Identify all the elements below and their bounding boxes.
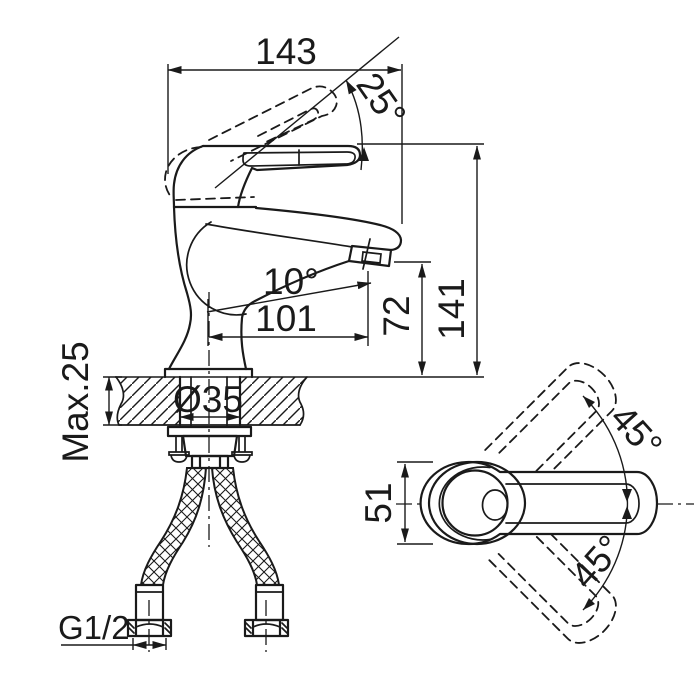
dim-spout-reach-label: 101 xyxy=(255,298,317,339)
dimension-51: 51 xyxy=(358,461,433,545)
top-view: 45° 45° 51 xyxy=(358,362,694,644)
dimension-45deg-up: 45° xyxy=(602,397,670,466)
dim-spout-height-label: 72 xyxy=(376,295,417,336)
dimension-10deg: 10° xyxy=(206,261,372,313)
dimension-dia35: Ø35 xyxy=(173,379,243,421)
dimension-72: 72 xyxy=(376,261,431,376)
dimension-143: 143 xyxy=(167,31,403,224)
lever-swung-up xyxy=(484,362,617,495)
swing-angle-down-label: 45° xyxy=(563,527,631,596)
swing-angle-up-label: 45° xyxy=(602,397,670,466)
lever-swung-down xyxy=(484,511,617,644)
dim-total-height-label: 141 xyxy=(431,278,472,340)
dimension-g12: G1/2 xyxy=(58,609,167,650)
front-view: 143 25° 141 72 10° 101 xyxy=(55,31,484,652)
dimension-101: 101 xyxy=(207,271,369,346)
hole-diameter-label: Ø35 xyxy=(173,379,243,420)
dimension-141: 141 xyxy=(357,143,484,376)
counter-thickness-label: Max.25 xyxy=(55,341,96,462)
dimension-max25: Max.25 xyxy=(55,341,122,463)
supply-hoses xyxy=(126,467,290,652)
hose-thread-label: G1/2 xyxy=(58,609,130,646)
dim-body-width-label: 51 xyxy=(358,482,399,523)
dimension-45deg-down: 45° xyxy=(563,527,631,596)
spout-angle-label: 10° xyxy=(263,261,319,302)
mounting-hardware xyxy=(166,425,253,470)
handle-top-outline xyxy=(419,460,659,546)
swing-arc xyxy=(582,395,632,611)
handle-lift-angle-label: 25° xyxy=(348,65,414,134)
dim-total-width-label: 143 xyxy=(255,31,317,72)
counter-section xyxy=(115,375,484,428)
